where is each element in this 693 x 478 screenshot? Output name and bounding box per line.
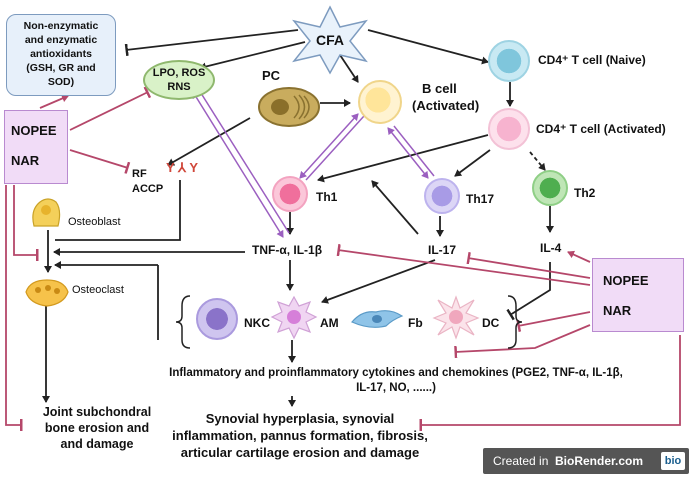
nopee-left-line-1: NOPEE <box>11 123 57 138</box>
created-in-text: Created in <box>493 454 549 468</box>
lpo-line-2: RNS <box>167 81 191 93</box>
pc-label: PC <box>262 68 281 83</box>
antioxidants-line-4: (GSH, GR and <box>26 62 96 74</box>
rf-accp-label: RF ACCP <box>132 167 163 197</box>
synovial-line-1: Synovial hyperplasia, synovial <box>205 411 395 426</box>
nopee-nar-right-box: NOPEE NAR <box>592 258 684 332</box>
cd4-naive-cell-icon <box>488 40 530 82</box>
joint-line-3: and damage <box>60 437 134 451</box>
cfa-label: CFA <box>316 32 344 48</box>
cd4-naive-label: CD4⁺ T cell (Naive) <box>538 53 646 67</box>
synovial-outcome-label: Synovial hyperplasia, synovial inflammat… <box>170 410 430 461</box>
fb-label: Fb <box>408 316 423 330</box>
th17-cell-icon <box>424 178 460 214</box>
th2-cell-icon <box>532 170 568 206</box>
lpo-ros-rns-node: LPO, ROS RNS <box>143 60 215 100</box>
osteoclast-label: Osteoclast <box>72 284 124 296</box>
antioxidants-line-1: Non-enzymatic <box>23 20 99 32</box>
antioxidants-line-5: SOD) <box>47 76 75 88</box>
cd4-activated-label: CD4⁺ T cell (Activated) <box>536 122 666 136</box>
th1-cell-icon <box>272 176 308 212</box>
th1-label: Th1 <box>316 190 338 204</box>
inflammatory-line-1: Inflammatory and proinflammatory cytokin… <box>169 367 623 379</box>
joint-damage-label: Joint subchondral bone erosion and and d… <box>22 404 172 452</box>
rf-label: RF <box>132 168 147 180</box>
antibody-icon: Y ⅄ Y <box>166 160 199 175</box>
tnf-il1b-label: TNF-α, IL-1β <box>252 243 323 257</box>
dc-cell-icon <box>432 295 480 340</box>
th17-label: Th17 <box>466 192 495 206</box>
inflammatory-cytokines-label: Inflammatory and proinflammatory cytokin… <box>126 366 666 396</box>
nopee-left-line-2: NAR <box>11 153 40 168</box>
b-cell-line-2: (Activated) <box>412 98 480 113</box>
biorender-logo-icon: bio <box>661 452 685 470</box>
b-cell-line-1: B cell <box>422 81 457 96</box>
nkc-cell-icon <box>196 298 238 340</box>
cd4-activated-cell-icon <box>488 108 530 150</box>
nopee-right-line-2: NAR <box>603 303 632 318</box>
cfa-star-icon <box>292 5 368 75</box>
joint-line-2: bone erosion and <box>44 421 150 435</box>
osteoblast-icon <box>32 198 61 227</box>
am-cell-icon <box>270 295 318 340</box>
plasma-cell-icon <box>258 87 320 127</box>
antioxidants-line-3: antioxidants <box>30 48 92 60</box>
lpo-line-1: LPO, ROS <box>152 67 206 79</box>
osteoblast-label: Osteoblast <box>68 216 121 228</box>
b-cell-icon <box>358 80 402 124</box>
fb-cell-icon <box>351 310 404 328</box>
nopee-nar-left-box: NOPEE NAR <box>4 110 68 184</box>
biorender-badge[interactable]: Created in BioRender.com bio <box>483 448 689 474</box>
osteoclast-icon <box>25 279 69 307</box>
il4-label: IL-4 <box>540 241 562 255</box>
synovial-line-3: articular cartilage erosion and damage <box>180 445 420 460</box>
biorender-brand: BioRender.com <box>555 454 644 468</box>
dc-label: DC <box>482 316 500 330</box>
accp-label: ACCP <box>132 183 164 195</box>
am-label: AM <box>320 316 339 330</box>
antioxidants-box: Non-enzymatic and enzymatic antioxidants… <box>6 14 116 96</box>
antioxidants-line-2: and enzymatic <box>24 34 98 46</box>
inflammatory-line-2: IL-17, NO, ......) <box>356 382 436 394</box>
nkc-label: NKC <box>244 316 270 330</box>
il17-label: IL-17 <box>428 243 457 257</box>
joint-line-1: Joint subchondral <box>42 405 152 419</box>
b-cell-label: B cell (Activated) <box>412 80 479 114</box>
synovial-line-2: inflammation, pannus formation, fibrosis… <box>172 428 428 443</box>
th2-label: Th2 <box>574 186 596 200</box>
nopee-right-line-1: NOPEE <box>603 273 649 288</box>
